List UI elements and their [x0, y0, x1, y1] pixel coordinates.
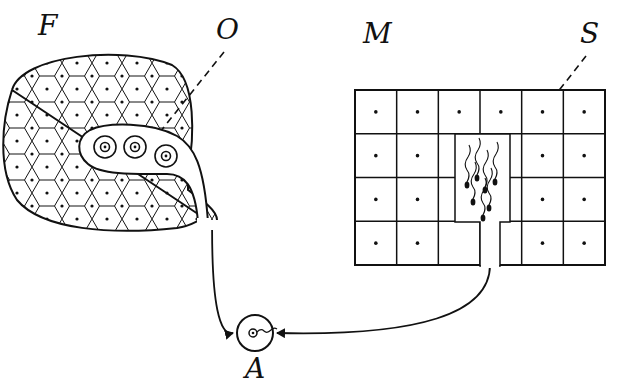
curved-arrow [277, 265, 490, 333]
curved-arrow [212, 230, 233, 333]
outline-drawing [235, 313, 275, 353]
figure-letter: M [363, 20, 392, 48]
outline-drawing [2, 50, 222, 230]
fertilized-egg: A [235, 313, 275, 353]
callout-letter: S [580, 20, 599, 48]
figure-letter: F [38, 12, 57, 40]
testis-tissue: M [355, 90, 605, 265]
outline-drawing [355, 90, 605, 265]
ovary-section: F [2, 50, 222, 230]
callout-letter: O [216, 16, 239, 44]
figure-letter: A [245, 355, 265, 383]
